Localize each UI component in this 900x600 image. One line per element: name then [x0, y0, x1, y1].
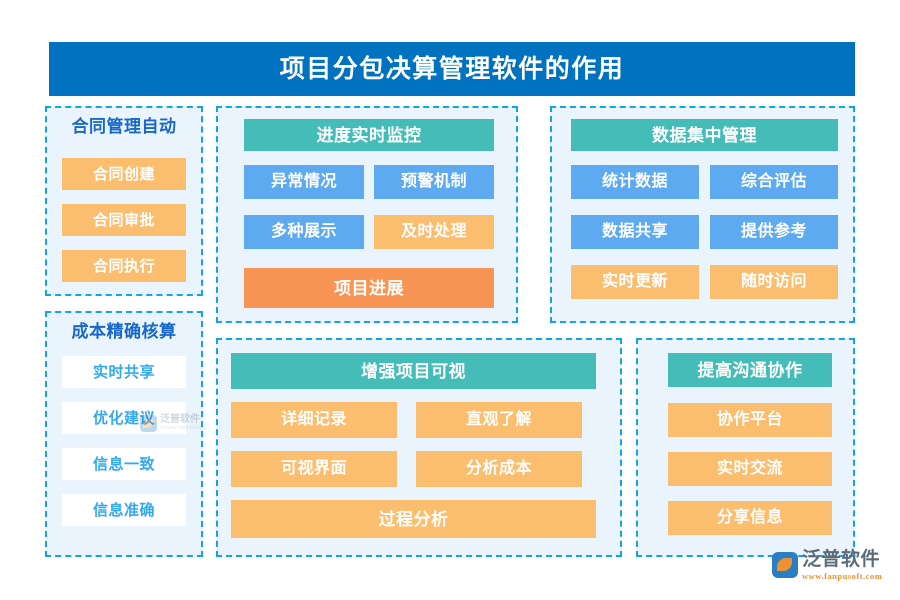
progress-item-abnormal-situation[interactable]: 异常情况: [244, 165, 364, 199]
data-item-realtime-update[interactable]: 实时更新: [571, 265, 699, 299]
panel-cost-accounting: 成本精确核算 实时共享 优化建议 信息一致 信息准确: [45, 311, 203, 557]
visual-item-detailed-records[interactable]: 详细记录: [231, 402, 397, 438]
comm-item-collaboration-platform[interactable]: 协作平台: [668, 403, 832, 437]
brand-logo-text: 泛普软件 www.fanpusoft.com: [802, 550, 882, 581]
data-item-provide-reference[interactable]: 提供参考: [710, 215, 838, 249]
data-item-statistics[interactable]: 统计数据: [571, 165, 699, 199]
data-item-data-sharing[interactable]: 数据共享: [571, 215, 699, 249]
cost-item-realtime-share[interactable]: 实时共享: [62, 356, 186, 388]
brand-name: 泛普软件: [802, 549, 881, 570]
panel-heading-visual: 增强项目可视: [231, 353, 596, 389]
cost-item-info-consistency[interactable]: 信息一致: [62, 448, 186, 480]
comm-item-share-information[interactable]: 分享信息: [668, 501, 832, 535]
panel-communication-collaboration: 提高沟通协作 协作平台 实时交流 分享信息: [636, 338, 855, 557]
brand-url: www.fanpusoft.com: [802, 571, 883, 581]
brand-logo-icon: [772, 552, 798, 579]
cost-item-optimization-advice[interactable]: 优化建议: [62, 402, 186, 434]
cost-item-info-accuracy[interactable]: 信息准确: [62, 494, 186, 526]
contract-item-execution[interactable]: 合同执行: [62, 250, 186, 282]
brand-logo: 泛普软件 www.fanpusoft.com: [772, 550, 882, 581]
visual-item-process-analysis[interactable]: 过程分析: [231, 500, 596, 538]
page-title-bar: 项目分包决算管理软件的作用: [49, 42, 855, 96]
panel-heading-contract: 合同管理自动: [71, 117, 177, 136]
progress-item-project-progress[interactable]: 项目进展: [244, 268, 494, 308]
panel-data-management: 数据集中管理 统计数据 综合评估 数据共享 提供参考 实时更新 随时访问: [550, 106, 855, 323]
panel-heading-progress: 进度实时监控: [244, 119, 494, 151]
contract-item-create[interactable]: 合同创建: [62, 158, 186, 190]
panel-heading-communication: 提高沟通协作: [668, 353, 832, 387]
panel-contract-management: 合同管理自动 合同创建 合同审批 合同执行: [45, 106, 203, 296]
progress-item-multiple-displays[interactable]: 多种展示: [244, 215, 364, 249]
page-title: 项目分包决算管理软件的作用: [279, 54, 625, 83]
visual-item-intuitive-understanding[interactable]: 直观了解: [416, 402, 582, 438]
panel-progress-monitoring: 进度实时监控 异常情况 预警机制 多种展示 及时处理 项目进展: [216, 106, 518, 323]
panel-project-visualization: 增强项目可视 详细记录 直观了解 可视界面 分析成本 过程分析: [216, 338, 622, 557]
data-item-comprehensive-evaluation[interactable]: 综合评估: [710, 165, 838, 199]
panel-heading-cost: 成本精确核算: [71, 322, 177, 341]
progress-item-warning-mechanism[interactable]: 预警机制: [374, 165, 494, 199]
visual-item-cost-analysis[interactable]: 分析成本: [416, 451, 582, 487]
progress-item-timely-handling[interactable]: 及时处理: [374, 215, 494, 249]
data-item-anytime-access[interactable]: 随时访问: [710, 265, 838, 299]
comm-item-realtime-exchange[interactable]: 实时交流: [668, 452, 832, 486]
panel-heading-data: 数据集中管理: [571, 119, 838, 151]
visual-item-visual-interface[interactable]: 可视界面: [231, 451, 397, 487]
contract-item-approval[interactable]: 合同审批: [62, 204, 186, 236]
